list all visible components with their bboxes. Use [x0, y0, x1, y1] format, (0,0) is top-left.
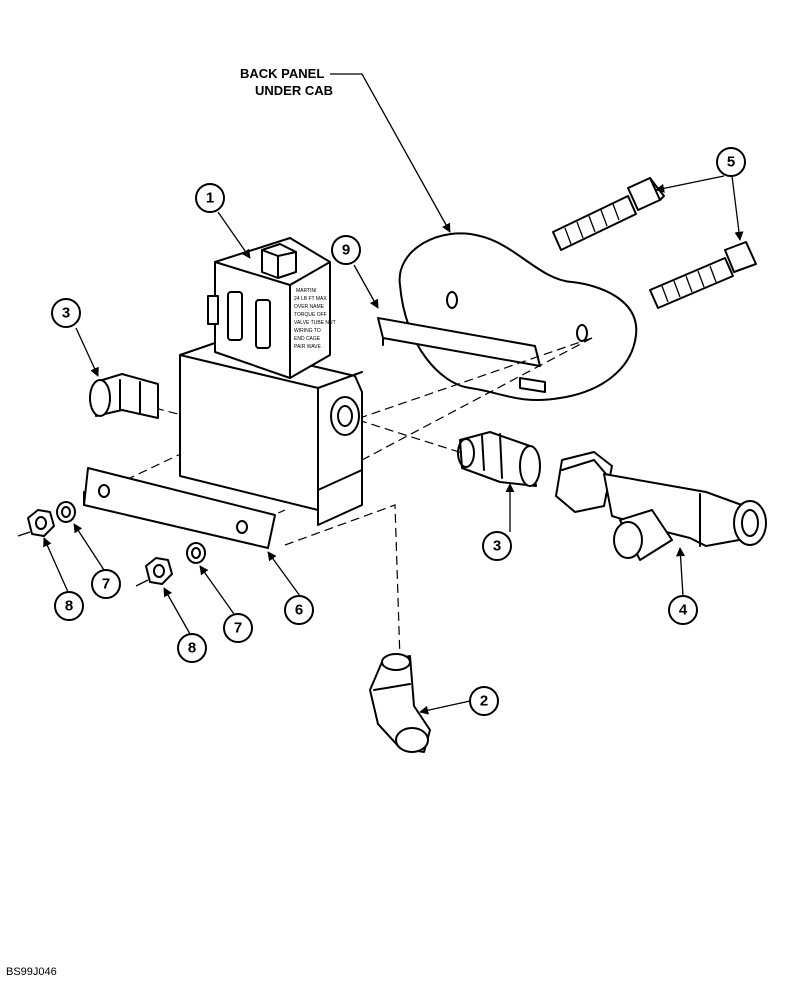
washer-left	[56, 501, 76, 523]
callout-7-right: 7	[223, 613, 253, 643]
callout-5-text: 5	[727, 154, 735, 171]
callout-3-left-text: 3	[62, 305, 70, 322]
callout-6: 6	[284, 595, 314, 625]
callout-4-text: 4	[679, 602, 688, 619]
svg-text:MARTINI: MARTINI	[296, 288, 316, 294]
callout-8-left-text: 8	[65, 598, 73, 615]
tee-fitting	[555, 451, 767, 561]
nut-left	[17, 509, 55, 537]
callout-2: 2	[469, 686, 499, 716]
svg-text:OVER NAME: OVER NAME	[294, 304, 325, 310]
fitting-center	[457, 431, 541, 487]
svg-text:PAIR WAVE: PAIR WAVE	[294, 344, 322, 350]
back-panel	[398, 232, 638, 402]
svg-text:END CAGE: END CAGE	[294, 336, 321, 342]
callout-2-text: 2	[480, 693, 488, 710]
svg-text:WIRING TO: WIRING TO	[294, 328, 321, 334]
callout-1-text: 1	[206, 190, 214, 207]
drawing-reference: BS99J046	[6, 966, 57, 978]
back-panel-label-line2: UNDER CAB	[255, 83, 333, 98]
spacer-bar	[377, 317, 546, 393]
bolt-lower	[649, 241, 757, 309]
mounting-plate	[83, 467, 276, 549]
callout-3-center-text: 3	[493, 538, 501, 555]
callout-1: 1	[195, 183, 225, 213]
callout-8-right-text: 8	[188, 640, 196, 657]
callout-9: 9	[331, 235, 361, 265]
back-panel-label: BACK PANEL UNDER CAB	[240, 66, 451, 233]
valve-block	[179, 342, 363, 526]
svg-text:VALVE TUBE NUT: VALVE TUBE NUT	[294, 320, 336, 326]
bolt-upper	[552, 177, 665, 251]
callout-7-left: 7	[91, 569, 121, 599]
callout-4: 4	[668, 595, 698, 625]
nut-right	[135, 557, 173, 587]
solenoid-coil: MARTINI 24 LB FT MAX OVER NAME TORQUE OF…	[207, 237, 336, 379]
callout-5: 5	[716, 147, 746, 177]
callout-9-text: 9	[342, 242, 350, 259]
back-panel-label-line1: BACK PANEL	[240, 66, 324, 81]
fitting-left	[89, 373, 159, 419]
svg-text:TORQUE OFF: TORQUE OFF	[294, 312, 327, 318]
washer-right	[186, 542, 206, 564]
callout-8-left: 8	[54, 591, 84, 621]
callout-7-left-text: 7	[102, 576, 110, 593]
callout-7-right-text: 7	[234, 620, 242, 637]
elbow-fitting	[369, 653, 431, 753]
callout-leaders	[43, 175, 744, 715]
callout-6-text: 6	[295, 602, 303, 619]
callout-3-center: 3	[482, 531, 512, 561]
callout-8-right: 8	[177, 633, 207, 663]
callout-3-left: 3	[51, 298, 81, 328]
svg-text:24 LB FT MAX: 24 LB FT MAX	[294, 296, 327, 302]
